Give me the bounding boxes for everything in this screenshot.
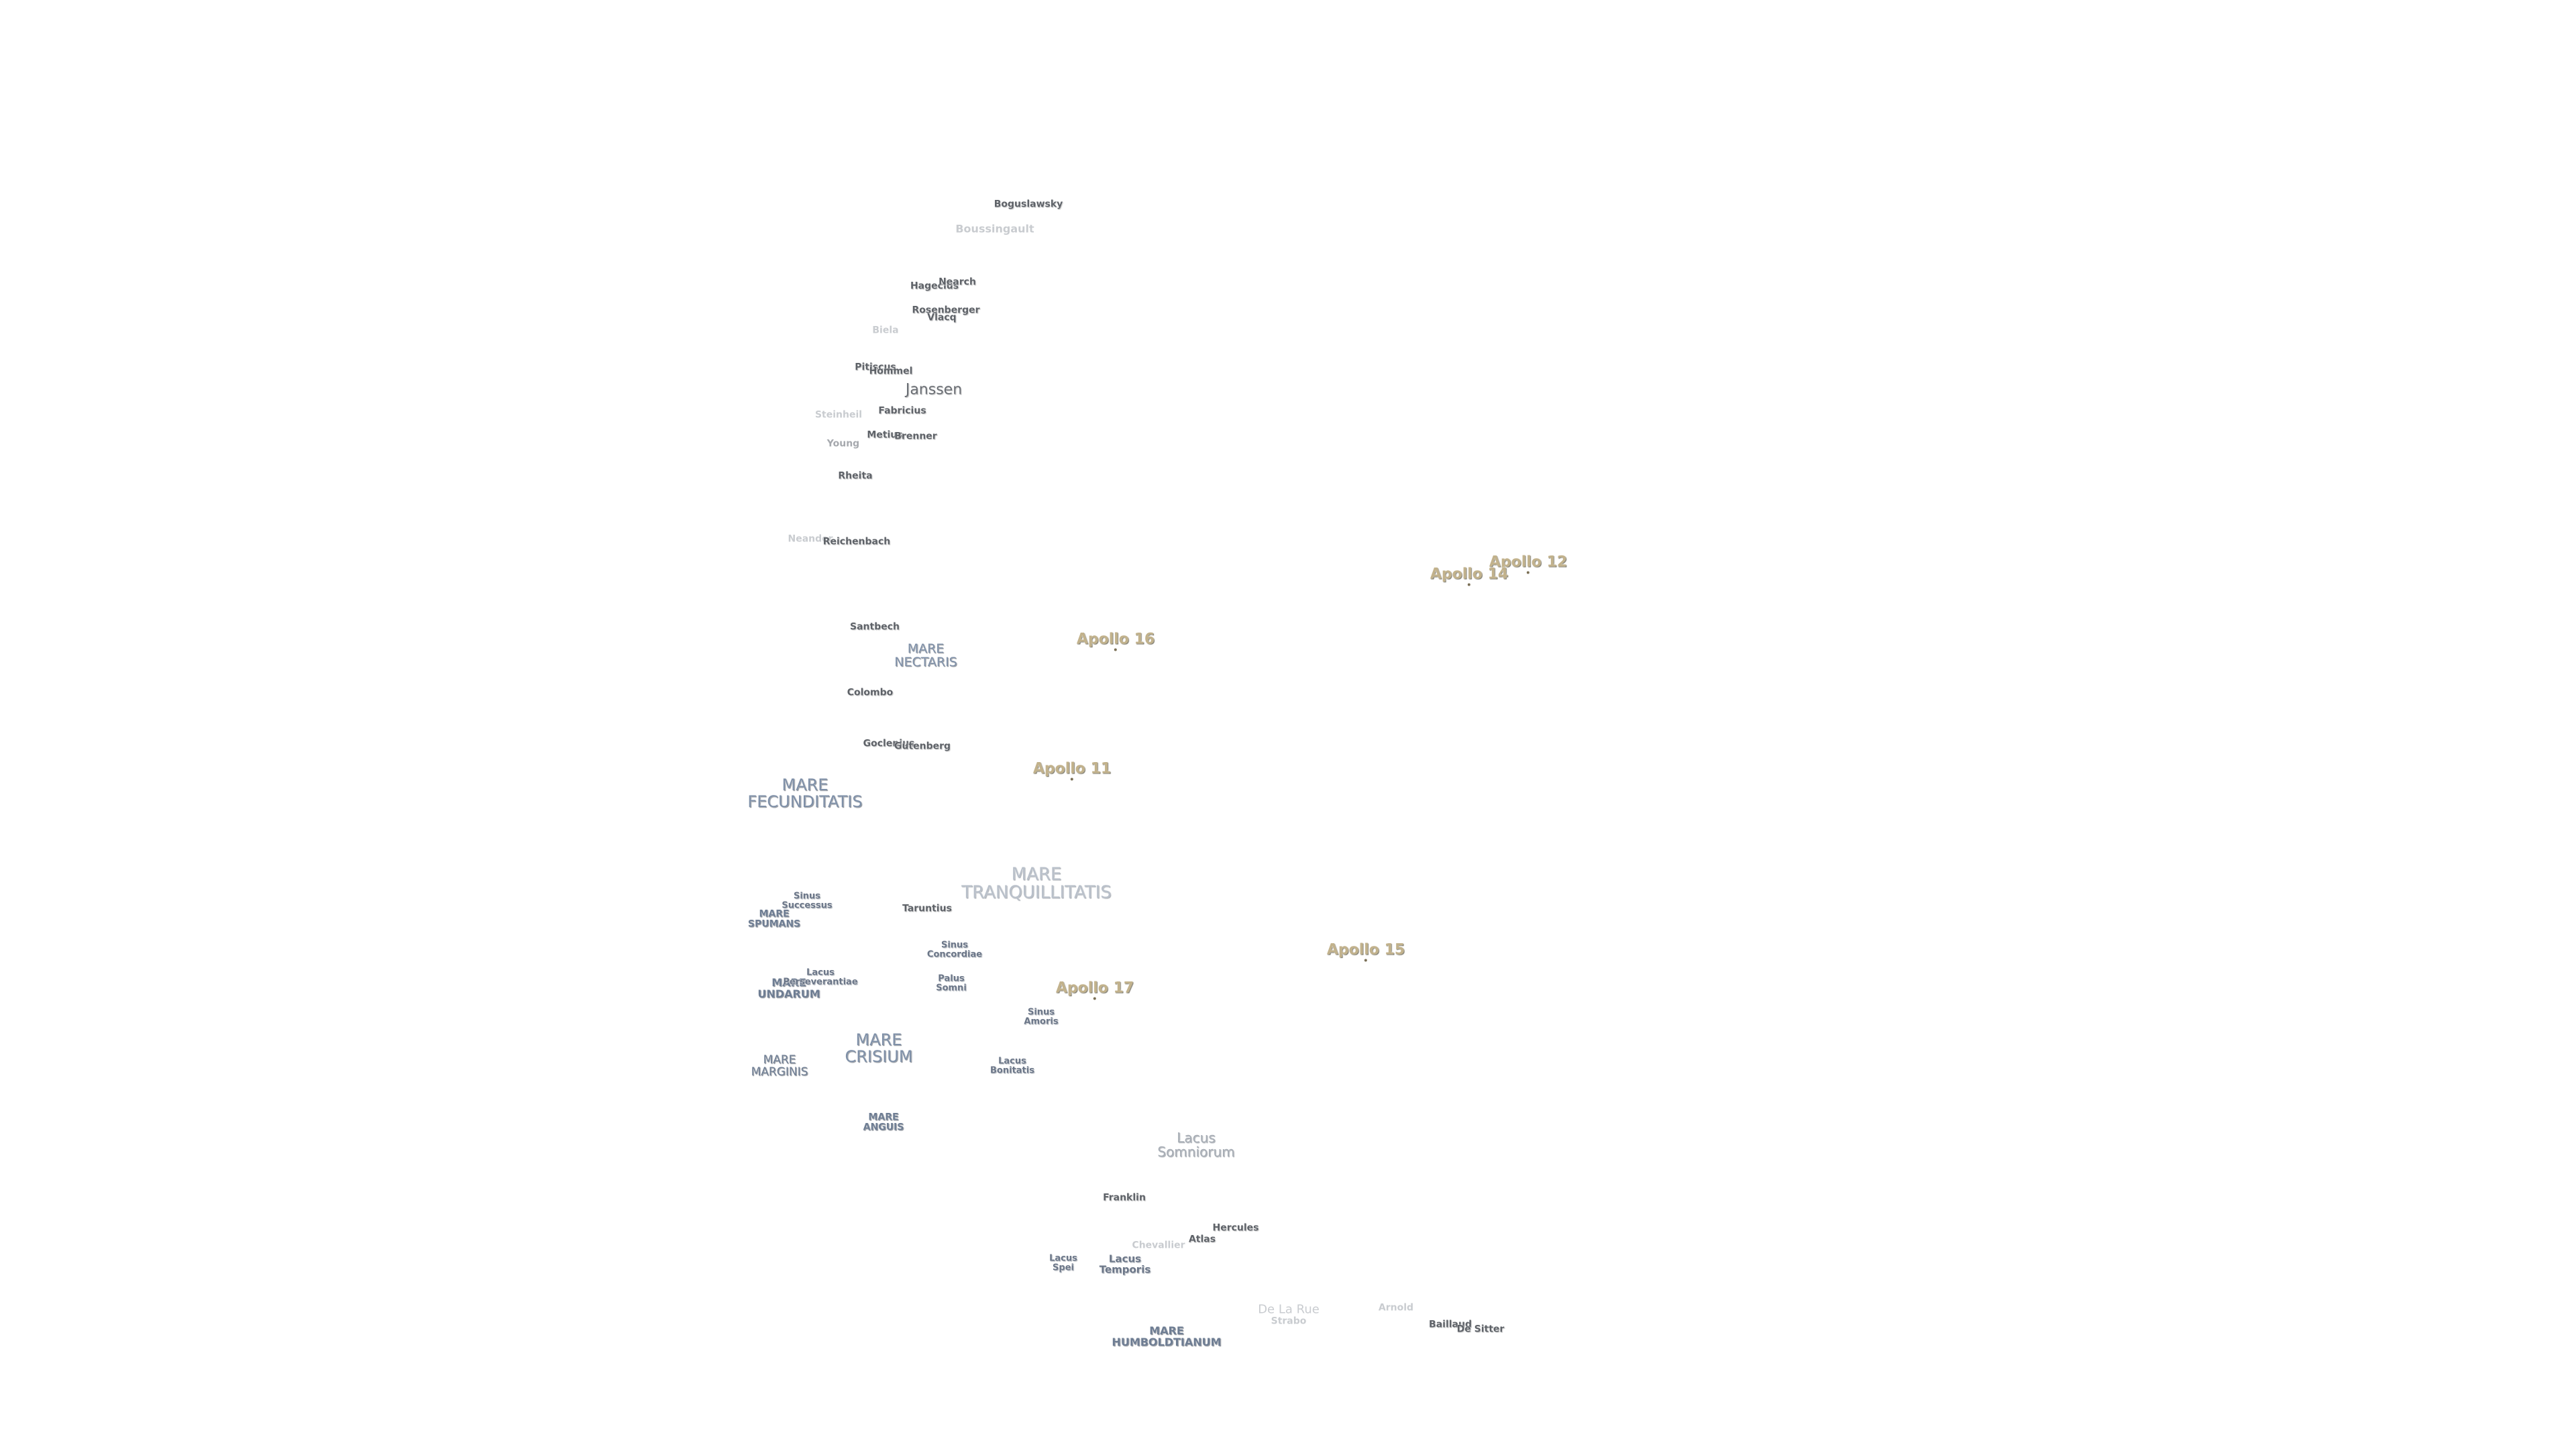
apollo-11-site-label[interactable]: Apollo 11 [1032,760,1112,781]
crater-label-metius: Metius [867,429,903,441]
apollo-15-site-label[interactable]: Apollo 15 [1326,941,1405,962]
crater-label-atlas: Atlas [1188,1234,1216,1245]
crater-label-hagecius: Hagecius [910,280,959,292]
crater-label-de-la-rue: De La Rue [1258,1302,1320,1317]
crater-label-steinheil: Steinheil [814,409,863,421]
crater-label-pitiscus: Pitiscus [855,362,896,373]
crater-label-rosenberger: Rosenberger [912,305,980,316]
apollo-16-site-label[interactable]: Apollo 16 [1076,631,1155,651]
crater-label-taruntius: Taruntius [902,903,952,914]
crater-label-fabricius: Fabricius [878,405,926,417]
crater-label-hommel: Hommel [869,366,913,377]
crater-label-baillaud: Baillaud [1429,1319,1472,1330]
crater-label-de-sitter: De Sitter [1456,1324,1505,1335]
crater-label-santbech: Santbech [850,621,900,633]
crater-label-hercules: Hercules [1212,1222,1259,1234]
crater-label-rheita: Rheita [838,470,873,482]
crater-label-young: Young [826,438,860,449]
crater-label-goclenius: Goclenius [863,738,915,749]
crater-label-boguslawsky: Boguslawsky [994,199,1063,210]
crater-label-arnold: Arnold [1378,1302,1414,1313]
apollo-12-site-label[interactable]: Apollo 12 [1489,553,1568,574]
crater-label-biela: Biela [872,325,899,336]
crater-label-boussingault: Boussingault [955,222,1034,235]
crater-label-strabo: Strabo [1271,1316,1307,1327]
crater-label-nearch: Nearch [938,276,976,288]
crater-label-janssen: Janssen [905,381,963,398]
crater-label-franklin: Franklin [1103,1192,1146,1203]
crater-label-brenner: Brenner [894,431,937,442]
crater-label-neander: Neander [788,533,833,545]
crater-label-colombo: Colombo [847,687,894,698]
crater-label-gutenberg: Gutenberg [894,741,951,752]
apollo-14-site-label[interactable]: Apollo 14 [1430,566,1509,586]
crater-label-reichenbach: Reichenbach [822,536,891,547]
crater-label-vlacq: Vlacq [927,312,957,323]
apollo-17-site-label[interactable]: Apollo 17 [1055,979,1134,1000]
crater-label-chevallier: Chevallier [1132,1240,1185,1251]
